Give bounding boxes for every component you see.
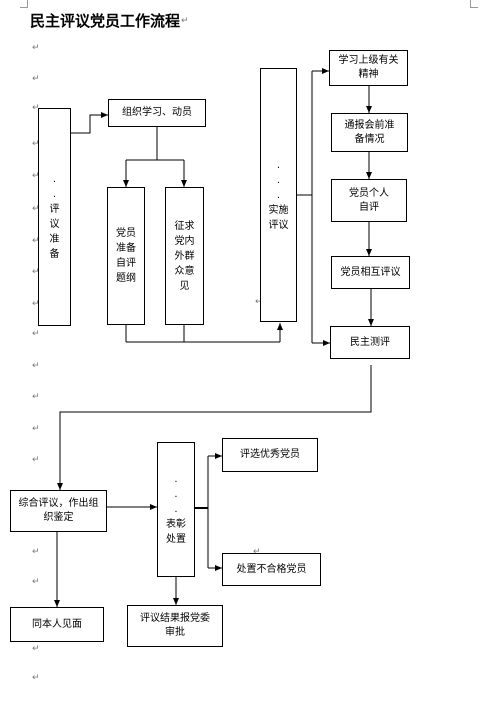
commend-dot: . [174, 474, 178, 485]
paragraph-mark: ↵ [32, 329, 40, 339]
meeting-label: 同本人见面 [32, 618, 82, 630]
paragraph-mark: ↵ [32, 171, 40, 181]
paragraph-mark: ↵ [32, 267, 40, 277]
commend-dot: . [174, 489, 178, 500]
commend-line: 表彰 [166, 519, 186, 530]
paragraph-mark: ↵ [32, 455, 40, 465]
study-label: 组织学习、动员 [122, 107, 192, 118]
prep-label-char: 准 [49, 234, 60, 245]
commend-line: 处置 [166, 534, 186, 545]
study-box: 组织学习、动员 [108, 99, 206, 127]
implement-dot: . [276, 189, 281, 201]
democratic-label: 民主测评 [350, 336, 390, 348]
prep-box: . . 评 议 准 备 [38, 108, 71, 326]
paragraph-mark: ↵ [253, 547, 261, 557]
solicit-line: 征求 [174, 220, 195, 232]
self-review-line: 党员 [116, 228, 136, 239]
solicit-box: 征求 党内 外群 众意 见 [165, 187, 204, 325]
prep-label-char: 备 [49, 249, 60, 260]
superior-line: 精神 [358, 69, 379, 80]
report-line: 通报会前准 [344, 119, 395, 131]
report-line: 备情况 [354, 133, 385, 145]
summary-line: 综合评议，作出组 [18, 498, 99, 509]
paragraph-mark: ↵ [32, 139, 40, 149]
commend-dot: . [174, 504, 178, 515]
prep-dot: . [52, 189, 57, 200]
report-box: 通报会前准 备情况 [331, 113, 408, 152]
approval-line: 审批 [165, 627, 185, 638]
paragraph-mark: ↵ [32, 547, 40, 557]
solicit-line: 见 [179, 280, 190, 292]
self-review-line: 准备 [116, 243, 136, 254]
paragraph-mark: ↵ [181, 16, 189, 26]
mutual-label: 党员相互评议 [340, 266, 401, 278]
superior-line: 学习上级有关 [338, 55, 399, 66]
paragraph-mark: ↵ [32, 103, 40, 113]
self-review-line: 题纲 [116, 273, 136, 284]
paragraph-mark: ↵ [32, 43, 40, 53]
paragraph-mark: ↵ [32, 299, 40, 309]
page-title: 民主评议党员工作流程 [30, 12, 181, 30]
meeting-box: 同本人见面 [10, 607, 104, 642]
implement-line: 实施 [268, 204, 289, 216]
paragraph-mark: ↵ [32, 673, 40, 683]
arrow-democratic-to-summary [57, 365, 372, 490]
approval-line: 评议结果报党委 [140, 613, 210, 624]
personal-line: 自评 [359, 201, 379, 213]
solicit-line: 外群 [174, 250, 195, 262]
prep-dot: . [52, 174, 57, 185]
unqualified-label: 处置不合格党员 [236, 563, 307, 575]
self-review-line: 自评 [116, 258, 136, 269]
paragraph-mark: ↵ [32, 392, 40, 402]
paragraph-mark: ↵ [32, 424, 40, 434]
prep-label-char: 议 [49, 219, 60, 230]
approval-box: 评议结果报党委 审批 [127, 605, 223, 647]
solicit-line: 党内 [174, 235, 195, 247]
implement-line: 评议 [268, 219, 289, 231]
summary-box: 综合评议，作出组 织鉴定 [10, 490, 107, 532]
personal-line: 党员个人 [349, 187, 389, 199]
paragraph-mark: ↵ [32, 74, 40, 84]
democratic-box: 民主测评 [330, 326, 410, 359]
personal-box: 党员个人 自评 [331, 179, 407, 222]
implement-dot: . [276, 174, 281, 186]
paragraph-mark: ↵ [32, 577, 40, 587]
implement-dot: . [276, 159, 281, 171]
superior-box: 学习上级有关 精神 [329, 50, 408, 86]
corner-mark-top-left [20, 0, 28, 8]
commend-box: . . . 表彰 处置 [157, 442, 195, 577]
paragraph-mark: ↵ [255, 297, 263, 307]
implement-box: . . . 实施 评议 [260, 68, 297, 322]
paragraph-mark: ↵ [32, 204, 40, 214]
excellent-label: 评选优秀党员 [240, 449, 300, 460]
prep-label-char: 评 [49, 204, 60, 215]
mutual-box: 党员相互评议 [331, 256, 410, 289]
paragraph-mark: ↵ [32, 644, 40, 654]
excellent-box: 评选优秀党员 [222, 438, 318, 472]
solicit-line: 众意 [174, 265, 195, 277]
unqualified-box: 处置不合格党员 [222, 553, 321, 586]
summary-line: 织鉴定 [43, 512, 74, 523]
paragraph-mark: ↵ [32, 236, 40, 246]
arrow-prep-to-study [71, 112, 108, 134]
paragraph-mark: ↵ [32, 361, 40, 371]
corner-mark-top-right [470, 0, 478, 8]
self-review-box: 党员 准备 自评 题纲 [107, 187, 145, 325]
